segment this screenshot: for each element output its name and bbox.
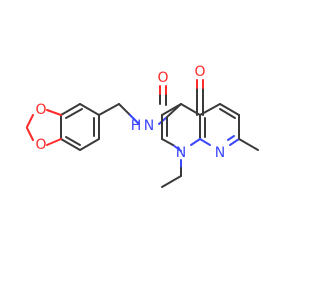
atom-oxygen: O [194, 64, 205, 80]
double-bond-line [65, 136, 81, 146]
bond [60, 103, 81, 116]
double-bond-line [65, 108, 83, 119]
atom-nitrogen: N [144, 118, 154, 134]
atom-nitrogen: N [176, 145, 186, 161]
bond [161, 175, 182, 188]
pyridine-ring [199, 103, 259, 151]
bond [161, 138, 174, 146]
double-bond-line [227, 135, 235, 141]
pyridinone-ring [161, 79, 204, 188]
bond [161, 103, 182, 116]
bond [60, 138, 81, 151]
bond [190, 138, 201, 146]
bond [79, 103, 100, 116]
bond [172, 144, 182, 152]
bond [129, 114, 140, 125]
bond [219, 103, 240, 116]
bond [199, 138, 211, 146]
bond [46, 109, 62, 116]
molecule-structure-canvas: O O N H O O N N [26, 64, 259, 188]
atom-oxygen: O [157, 70, 168, 86]
bond [26, 127, 34, 141]
bond [118, 103, 131, 116]
bond [229, 138, 240, 146]
atom-oxygen: O [35, 137, 46, 153]
atom-hydrogen: H [131, 118, 142, 134]
bond [46, 138, 62, 146]
atom-oxygen: O [35, 102, 46, 118]
bond [26, 114, 34, 128]
atom-nitrogen: N [215, 145, 225, 161]
bond [238, 138, 259, 151]
bond [98, 103, 120, 116]
double-bond-line [219, 108, 236, 119]
bond [199, 103, 221, 116]
bond [79, 138, 100, 151]
benzodioxole-ring [26, 103, 100, 151]
molecule-structure: O O N H O O N N [26, 64, 259, 188]
